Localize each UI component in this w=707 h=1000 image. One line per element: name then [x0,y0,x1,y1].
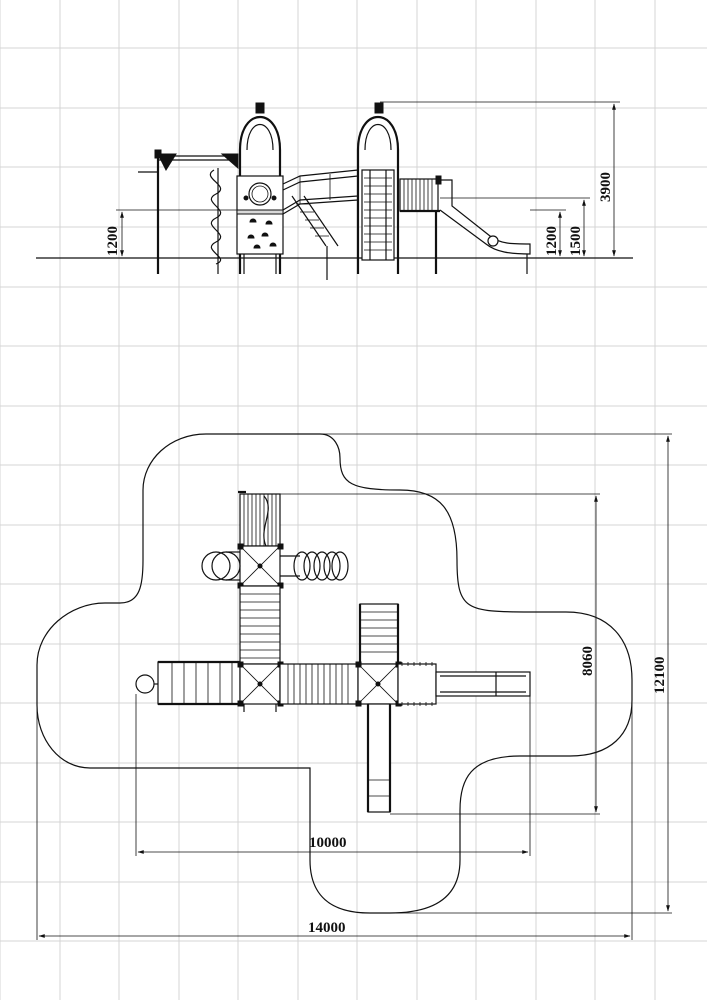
elevation-deck [399,175,442,274]
plan-lower-ladder [366,703,392,813]
elevation-view: 1200 1200 1500 3900 [36,101,633,280]
elevation-monkey-bar-frame [138,149,239,274]
plan-ring-climber-left [201,551,241,581]
plan-view: 8060 12100 10000 14000 [36,433,672,940]
plan-center-right-platform [355,661,402,707]
plan-center-left-platform [237,661,284,712]
plan-top-platform [237,543,284,589]
plan-top-slide [238,490,281,547]
elevation-slide [439,179,531,274]
dim-label-14000: 14000 [308,920,346,936]
dim-label-12100: 12100 [652,657,668,695]
plan-dimensions: 8060 12100 10000 14000 [36,433,672,940]
plan-right-stair [358,603,400,665]
dim-label-3900: 3900 [598,172,614,202]
plan-horizontal-bridge [279,663,359,705]
plan-right-slide [435,671,531,697]
elevation-left-tower [236,102,284,274]
dim-label-1500: 1500 [568,226,584,256]
elevation-right-tower [356,102,400,274]
plan-tunnel-rings [280,551,349,581]
dim-label-10000: 10000 [309,835,347,851]
plan-monkey-bars [135,660,241,706]
elevation-bridge [282,169,359,280]
safety-zone-outline [36,433,633,914]
plan-vertical-ladder [239,585,281,665]
dim-label-left-1200: 1200 [105,226,121,256]
dim-label-8060: 8060 [580,646,596,676]
dim-label-1200: 1200 [544,226,560,256]
dim-elevation-left-1200: 1200 [105,209,240,257]
elevation-spiral-climber [209,168,222,274]
plan-deck [397,662,437,706]
dim-elevation-right: 1200 1500 3900 [380,101,620,257]
